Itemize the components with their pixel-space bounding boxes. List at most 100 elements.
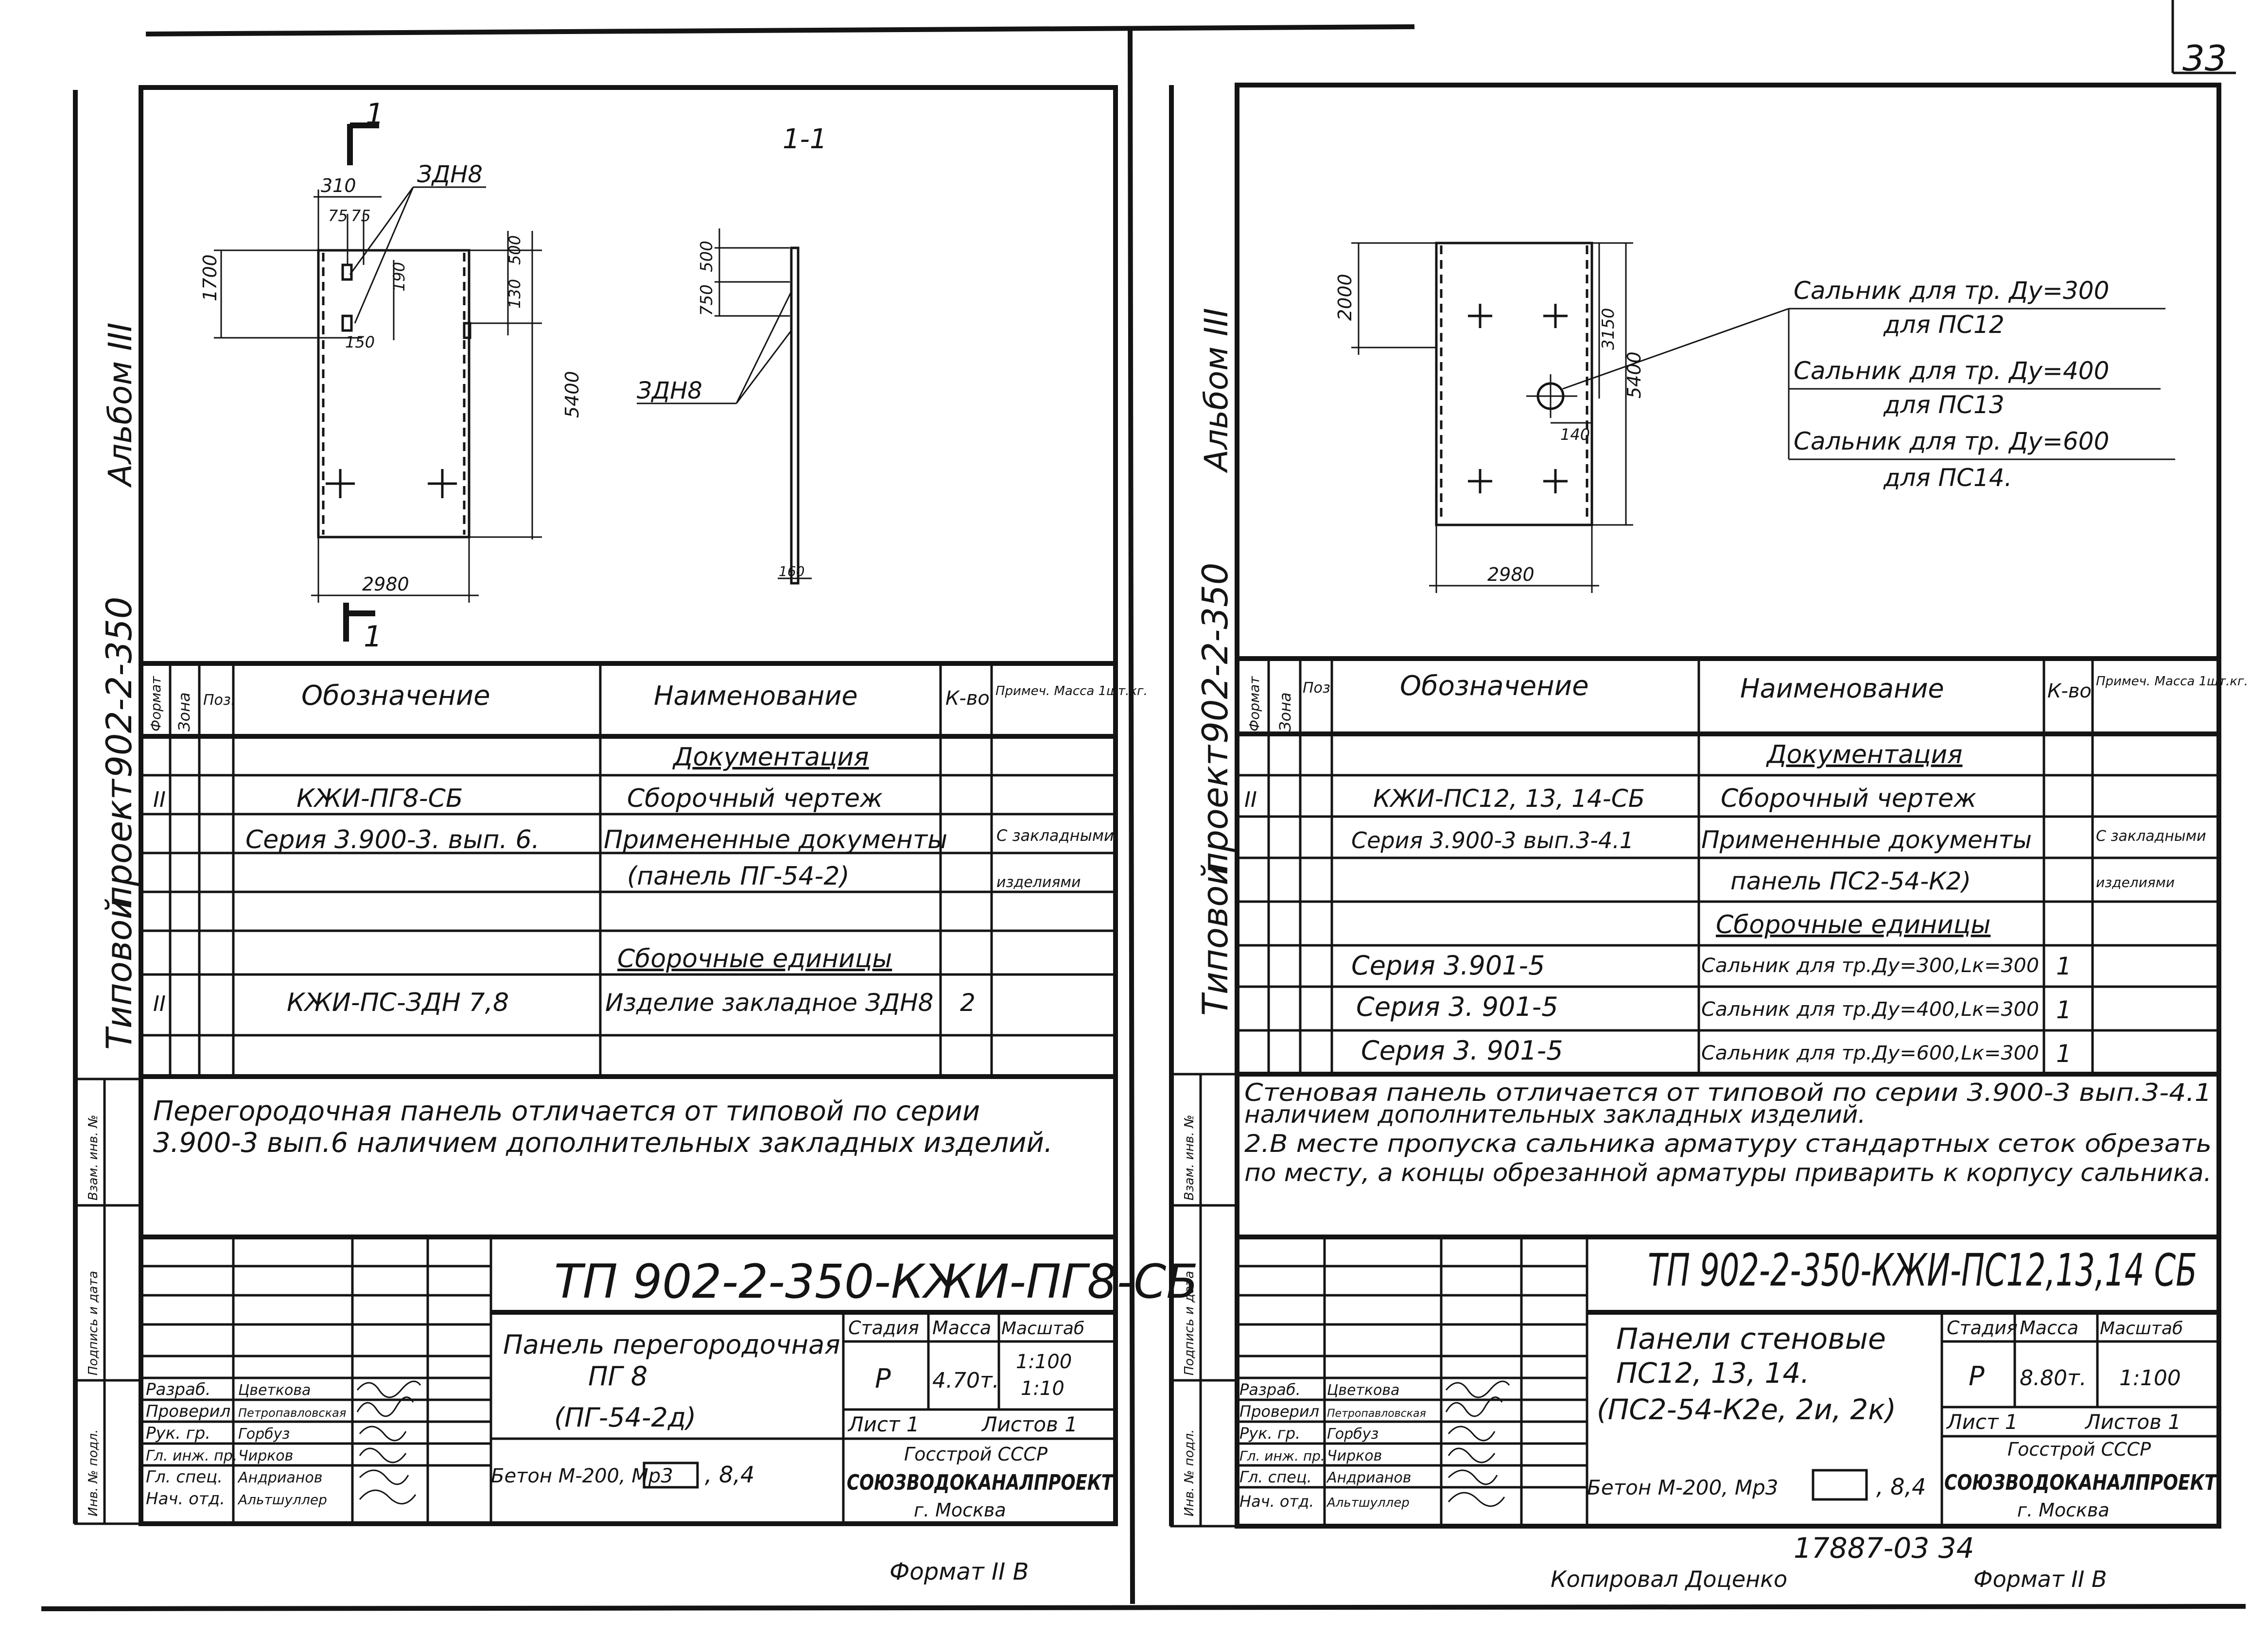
svg-text:902-2-350: 902-2-350: [1195, 562, 1236, 744]
svg-text:1:100: 1:100: [1016, 1351, 1072, 1373]
svg-text:для ПС14.: для ПС14.: [1883, 464, 2012, 492]
svg-text:2: 2: [960, 989, 976, 1017]
right-frame: [1235, 83, 2221, 1529]
svg-text:75: 75: [328, 207, 348, 225]
svg-text:1700: 1700: [199, 254, 221, 301]
right-panel-elevation: 2000 3150 5400 140 2980 Сальник для тр. …: [1334, 242, 2175, 593]
svg-text:Сборочный чертеж: Сборочный чертеж: [627, 784, 883, 813]
panel-outline: [1435, 242, 1593, 526]
section-title: 1-1: [783, 123, 827, 155]
svg-text:по месту, а концы обрезанной а: по месту, а концы обрезанной арматуры пр…: [1244, 1159, 2212, 1187]
svg-text:ЗДН8: ЗДН8: [417, 161, 483, 188]
svg-text:КЖИ-ПС-ЗДН 7,8: КЖИ-ПС-ЗДН 7,8: [287, 988, 509, 1017]
left-frame: [139, 85, 1118, 1526]
svg-text:Обозначение: Обозначение: [301, 680, 490, 712]
svg-text:Горбуз: Горбуз: [238, 1426, 290, 1443]
svg-text:1: 1: [2056, 996, 2072, 1024]
svg-text:Андрианов: Андрианов: [237, 1469, 322, 1486]
svg-text:Рук. гр.: Рук. гр.: [1239, 1424, 1300, 1443]
svg-text:Альтшуллер: Альтшуллер: [1326, 1496, 1410, 1510]
material-blank-box: [1812, 1469, 1868, 1501]
panel-outline: [317, 249, 471, 539]
svg-text:г. Москва: г. Москва: [2017, 1499, 2110, 1521]
left-format-label: Формат II В: [890, 1558, 1029, 1585]
svg-text:панель ПС2-54-К2): панель ПС2-54-К2): [1730, 867, 1971, 895]
svg-text:Типовой: Типовой: [1195, 863, 1236, 1016]
svg-text:Масса: Масса: [2020, 1317, 2078, 1339]
svg-text:190: 190: [390, 262, 408, 292]
row-documentation: Документация: [1766, 740, 1962, 769]
svg-text:Андрианов: Андрианов: [1326, 1469, 1411, 1486]
svg-text:Чирков: Чирков: [1327, 1447, 1382, 1464]
svg-text:II: II: [1244, 787, 1257, 812]
left-spec-table: Формат Зона Поз. Обозначение Наименовани…: [141, 661, 1148, 1079]
svg-text:проект: проект: [99, 778, 140, 909]
svg-text:Формат: Формат: [148, 676, 164, 731]
right-spec-table: Формат Зона Поз. Обозначение Наименовани…: [1237, 656, 2248, 1077]
page-fold: [1128, 29, 1135, 1604]
svg-text:Инв. № подл.: Инв. № подл.: [86, 1429, 101, 1516]
svg-text:Петропавловская: Петропавловская: [1327, 1408, 1426, 1420]
svg-text:Сальник для тр.Ду=400,Lк=300: Сальник для тр.Ду=400,Lк=300: [1701, 998, 2039, 1021]
svg-text:Изделие закладное ЗДН8: Изделие закладное ЗДН8: [605, 989, 934, 1017]
leader-zdn8-3: [735, 291, 792, 404]
signature-5: [1448, 1469, 1498, 1485]
svg-text:Стадия: Стадия: [1947, 1317, 2018, 1339]
signature-3: [359, 1426, 407, 1442]
signature-1: [1445, 1380, 1510, 1398]
svg-text:Взам. инв. №: Взам. инв. №: [1182, 1114, 1197, 1201]
svg-text:Подпись и дата: Подпись и дата: [1182, 1271, 1197, 1375]
svg-text:Стадия: Стадия: [848, 1317, 919, 1339]
signature-6: [1448, 1492, 1505, 1507]
signature-4: [1448, 1447, 1496, 1463]
left-side-strip: Инв. № подл. Подпись и дата Взам. инв. №: [74, 1078, 142, 1525]
svg-text:Типовой: Типовой: [99, 897, 140, 1050]
svg-text:Альтшуллер: Альтшуллер: [237, 1492, 327, 1508]
left-side-label: Типовой проект 902-2-350 Альбом III: [99, 323, 140, 1050]
svg-text:Листов 1: Листов 1: [981, 1412, 1078, 1436]
left-note: Перегородочная панель отличается от типо…: [153, 1096, 1053, 1159]
svg-text:Альбом III: Альбом III: [102, 323, 139, 488]
svg-text:Чирков: Чирков: [238, 1447, 293, 1464]
svg-text:КЖИ-ПГ8-СБ: КЖИ-ПГ8-СБ: [297, 784, 463, 813]
svg-text:Нач. отд.: Нач. отд.: [1239, 1492, 1314, 1511]
signature-5: [359, 1469, 409, 1485]
svg-text:для ПС13: для ПС13: [1883, 391, 2005, 419]
svg-text:Листов 1: Листов 1: [2084, 1410, 2181, 1434]
svg-text:Проверил: Проверил: [1239, 1402, 1319, 1421]
svg-text:Наименование: Наименование: [1740, 673, 1944, 704]
svg-text:К-во: К-во: [945, 687, 990, 710]
svg-text:Серия 3. 901-5: Серия 3. 901-5: [1356, 992, 1558, 1022]
svg-text:3.900-3 вып.6 наличием дополни: 3.900-3 вып.6 наличием дополнительных за…: [153, 1127, 1053, 1159]
svg-text:ПГ 8: ПГ 8: [588, 1361, 647, 1392]
svg-text:Рук. гр.: Рук. гр.: [146, 1424, 210, 1443]
svg-text:Госстрой СССР: Госстрой СССР: [2007, 1439, 2151, 1460]
right-side-label: Типовой проект 902-2-350 Альбом III: [1195, 308, 1236, 1016]
material-blank-box: [643, 1462, 699, 1489]
svg-text:К-во: К-во: [2047, 680, 2092, 702]
svg-text:(ПГ-54-2д): (ПГ-54-2д): [554, 1402, 696, 1433]
svg-text:Нач. отд.: Нач. отд.: [146, 1489, 225, 1509]
svg-text:С закладными: С закладными: [2096, 828, 2206, 845]
svg-text:Р: Р: [1969, 1361, 1985, 1392]
svg-text:Примененные документы: Примененные документы: [604, 825, 947, 854]
svg-text:Бетон М-200, Мр3: Бетон М-200, Мр3: [491, 1465, 673, 1487]
svg-text:изделиями: изделиями: [2096, 874, 2175, 890]
left-section-view: 1-1 500 750 ЗДН8 160: [637, 123, 827, 585]
svg-text:Проверил: Проверил: [146, 1402, 230, 1421]
svg-text:150: 150: [345, 333, 375, 351]
svg-text:Зона: Зона: [1276, 692, 1294, 731]
svg-text:902-2-350: 902-2-350: [99, 596, 140, 778]
svg-text:Гл. спец.: Гл. спец.: [1239, 1468, 1312, 1486]
svg-text:Сальник для тр.Ду=600,Lк=300: Сальник для тр.Ду=600,Lк=300: [1701, 1042, 2039, 1064]
signature-3: [1448, 1426, 1496, 1442]
row-assembly-units: Сборочные единицы: [617, 944, 892, 974]
svg-text:Цветкова: Цветкова: [1327, 1382, 1399, 1399]
svg-text:310: 310: [321, 175, 356, 196]
svg-text:II: II: [153, 992, 166, 1016]
svg-text:Сальник для тр. Ду=600: Сальник для тр. Ду=600: [1794, 427, 2109, 455]
svg-text:(ПС2-54-К2е, 2и, 2к): (ПС2-54-К2е, 2и, 2к): [1597, 1393, 1896, 1426]
svg-text:1:10: 1:10: [1021, 1377, 1064, 1400]
svg-text:2980: 2980: [1487, 564, 1535, 585]
svg-text:изделиями: изделиями: [996, 874, 1081, 891]
